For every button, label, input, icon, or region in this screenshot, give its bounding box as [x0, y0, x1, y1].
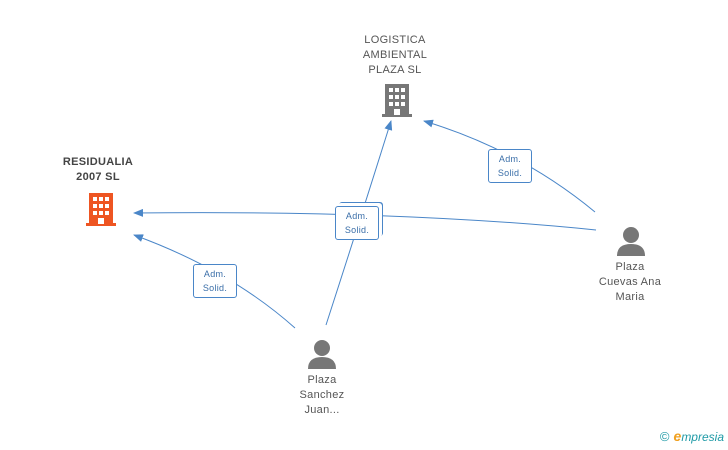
edge-ana-to-residualia	[133, 208, 597, 231]
brand-initial: e	[673, 428, 682, 444]
person-icon[interactable]	[308, 340, 336, 369]
node-label-logistica[interactable]: LOGISTICA AMBIENTAL PLAZA SL	[362, 34, 428, 76]
building-icon[interactable]	[382, 84, 412, 117]
copyright-symbol: ©	[659, 429, 670, 444]
brand-name: mpresia	[681, 430, 724, 444]
relation-badge[interactable]: Adm. Solid.	[488, 149, 532, 183]
empresia-logo[interactable]: ©empresia	[660, 428, 724, 444]
relation-badge[interactable]: Adm. Solid.	[193, 264, 237, 298]
building-icon[interactable]	[86, 193, 116, 226]
node-label-juan[interactable]: Plaza Sanchez Juan...	[299, 374, 345, 416]
relation-badge[interactable]: Adm. Solid.	[335, 206, 379, 240]
person-icon[interactable]	[617, 227, 645, 256]
node-label-ana[interactable]: Plaza Cuevas Ana Maria	[598, 261, 662, 303]
node-label-residualia[interactable]: RESIDUALIA 2007 SL	[62, 156, 134, 183]
